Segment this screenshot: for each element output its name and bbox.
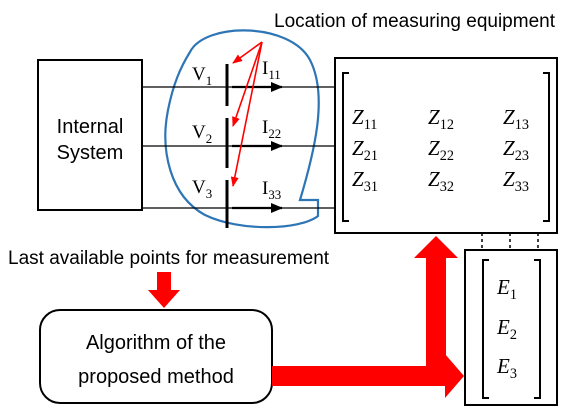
red-arrow-down-to-algorithm [148, 272, 180, 308]
matrix-entry-z32: Z32 [428, 167, 454, 195]
matrix-entry-z23: Z23 [503, 136, 529, 164]
algorithm-box [39, 309, 273, 404]
current-label-1: I11 [262, 58, 281, 82]
vector-entry-e3: E3 [496, 354, 517, 382]
impedance-matrix-box [334, 57, 558, 234]
error-vector-box [464, 249, 558, 406]
matrix-entry-z11: Z11 [352, 105, 377, 133]
voltage-label-3: V3 [192, 177, 212, 201]
internal-system-box [37, 59, 143, 211]
matrix-left-bracket [342, 72, 349, 222]
voltage-label-2: V2 [192, 122, 212, 146]
red-arrow-up-to-matrix [414, 236, 458, 376]
caption-location-of-measuring-equipment: Location of measuring equipment [274, 11, 556, 32]
matrix-entry-z21: Z21 [352, 136, 378, 164]
vector-right-bracket [534, 259, 541, 399]
internal-system-label-line1: Internal [57, 116, 124, 138]
algorithm-label-line2: proposed method [78, 366, 234, 388]
matrix-right-bracket [543, 72, 550, 222]
matrix-entry-z31: Z31 [352, 167, 378, 195]
caption-last-available-points: Last available points for measurement [8, 248, 330, 269]
voltage-label-1: V1 [192, 64, 212, 88]
vector-entry-e2: E2 [496, 315, 517, 343]
algorithm-label-line1: Algorithm of the [86, 332, 226, 354]
current-label-2: I22 [262, 117, 281, 141]
internal-system-label-line2: System [57, 142, 124, 164]
current-label-3: I33 [262, 178, 281, 202]
matrix-entry-z33: Z33 [503, 167, 529, 195]
red-pointer-arrow-2 [232, 41, 263, 127]
vector-left-bracket [482, 259, 489, 399]
red-arrow-algorithm-to-vector [272, 354, 464, 398]
measurement-region-outline [164, 29, 320, 229]
matrix-entry-z12: Z12 [428, 105, 454, 133]
matrix-entry-z13: Z13 [503, 105, 529, 133]
matrix-entry-z22: Z22 [428, 136, 454, 164]
red-pointer-arrow-3 [230, 41, 263, 187]
red-pointer-arrow-1 [232, 41, 263, 64]
vector-entry-e1: E1 [496, 275, 517, 303]
